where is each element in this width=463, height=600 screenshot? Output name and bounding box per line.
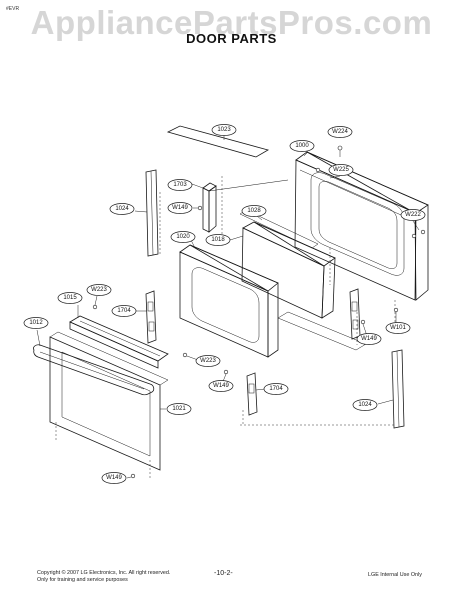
callout-w224: W224 (327, 126, 353, 138)
svg-text:W101: W101 (390, 325, 406, 331)
svg-text:W223: W223 (200, 358, 216, 364)
svg-text:1704: 1704 (269, 386, 283, 392)
callout-w223-bottom: W223 (195, 355, 221, 367)
svg-text:1024: 1024 (115, 206, 129, 212)
copyright-line-2: Only for training and service purposes (37, 577, 128, 583)
svg-text:1028: 1028 (247, 208, 261, 214)
part-1024-side-right (391, 349, 405, 429)
callout-1020: 1020 (170, 231, 196, 243)
svg-text:1021: 1021 (172, 406, 186, 412)
callout-1024-left: 1024 (109, 203, 135, 215)
svg-text:1703: 1703 (173, 182, 187, 188)
svg-text:1012: 1012 (29, 320, 43, 326)
callout-w225: W225 (328, 164, 354, 176)
part-1018-glass (241, 221, 336, 319)
page-number: -10-2- (214, 570, 233, 577)
screw-w225 (315, 167, 321, 173)
callout-w149-bottom: W149 (101, 472, 127, 484)
callout-1704-middle: 1704 (263, 383, 289, 395)
callout-w149-upper: W149 (167, 202, 193, 214)
screw-w149-lower (223, 369, 229, 375)
part-1015-vent-bar (69, 315, 169, 369)
footer-copyright: Copyright © 2007 LG Electronics, Inc. Al… (37, 570, 170, 584)
screw-w101 (393, 307, 399, 322)
callout-1000: 1000 (289, 140, 315, 152)
screw-w149-bottom (130, 473, 136, 479)
svg-text:1015: 1015 (63, 295, 77, 301)
screw-w149-upper (197, 205, 203, 211)
screw-w222 (411, 229, 426, 239)
part-1012-handle (33, 344, 155, 396)
screw-w224 (337, 145, 343, 157)
callout-1023: 1023 (211, 124, 237, 136)
svg-text:1018: 1018 (211, 237, 225, 243)
svg-text:1704: 1704 (117, 308, 131, 314)
svg-text:W224: W224 (332, 129, 348, 135)
svg-text:W225: W225 (333, 167, 349, 173)
part-1704-hinge-left (145, 290, 157, 344)
callout-w149-right: W149 (356, 333, 382, 345)
callout-1704-left: 1704 (111, 305, 137, 317)
screw-w223-left (92, 304, 98, 310)
svg-text:1000: 1000 (295, 143, 309, 149)
svg-text:1020: 1020 (176, 234, 190, 240)
svg-text:W149: W149 (361, 336, 377, 342)
callout-1021: 1021 (166, 403, 192, 415)
part-1000-door-frame (294, 151, 429, 301)
callout-w223-left: W223 (86, 284, 112, 296)
page-title: DOOR PARTS (186, 31, 277, 46)
callout-1012: 1012 (23, 317, 49, 329)
internal-use-note: LGE Internal Use Only (368, 572, 422, 578)
part-1024-side-left (145, 169, 159, 257)
callout-1015: 1015 (57, 292, 83, 304)
screw-w223-bottom (182, 352, 188, 358)
svg-text:W222: W222 (405, 212, 421, 218)
corner-tag: #EVR (6, 6, 20, 12)
callout-w222: W222 (400, 209, 426, 221)
callout-1024-right: 1024 (352, 399, 378, 411)
watermark: AppliancePartsPros.com (30, 4, 433, 41)
part-1020-inner-panel (179, 244, 279, 358)
svg-text:W149: W149 (213, 383, 229, 389)
screw-w149-right (360, 319, 366, 325)
part-1704-hinge-middle (246, 372, 258, 416)
svg-text:W223: W223 (91, 287, 107, 293)
part-1703-bracket (202, 179, 289, 233)
part-1023-trim (166, 125, 270, 158)
part-1704-hinge-right (349, 288, 361, 340)
callout-1018: 1018 (205, 234, 231, 246)
copyright-line-1: Copyright © 2007 LG Electronics, Inc. Al… (37, 570, 171, 576)
svg-text:1023: 1023 (217, 127, 231, 133)
callout-1028: 1028 (241, 205, 267, 217)
callout-1703: 1703 (167, 179, 193, 191)
callout-w149-lower: W149 (208, 380, 234, 392)
svg-text:W149: W149 (172, 205, 188, 211)
svg-text:W149: W149 (106, 475, 122, 481)
part-1021-outer-door (49, 331, 169, 478)
svg-text:1024: 1024 (358, 402, 372, 408)
callout-w101: W101 (385, 322, 411, 334)
